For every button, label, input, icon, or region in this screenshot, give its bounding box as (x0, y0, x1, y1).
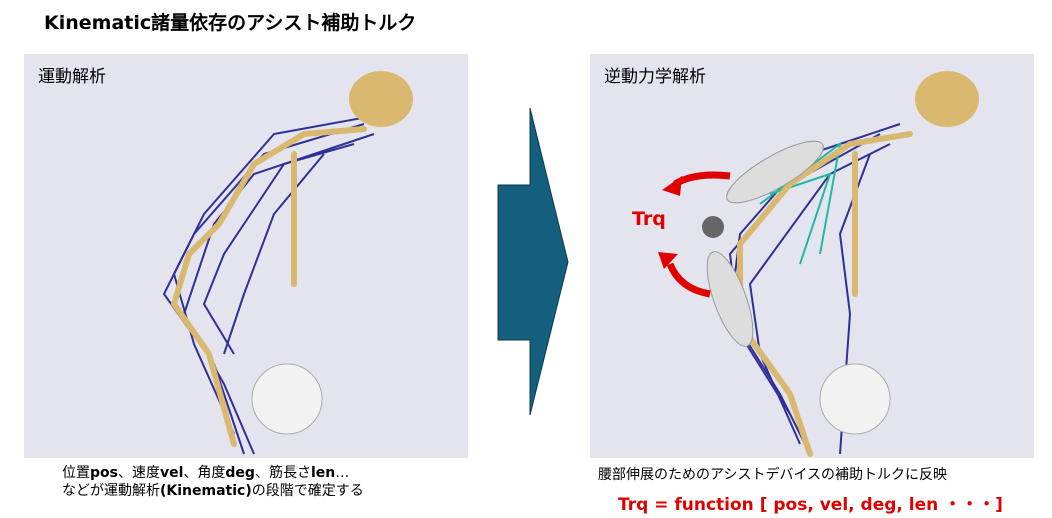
caption-text: 、筋長さ (254, 465, 311, 481)
caption-term: len (310, 465, 336, 481)
torque-label: Trq (632, 208, 666, 230)
skull-icon (915, 71, 979, 127)
skeleton-figure-kinematic (162, 71, 413, 455)
caption-term: deg (225, 465, 255, 481)
caption-text: などが運動解析 (62, 483, 160, 499)
caption-text: の段階で確定する (251, 483, 364, 499)
caption-text: 、速度 (117, 465, 160, 481)
right-caption: 腰部伸展のためのアシストデバイスの補助トルクに反映 (598, 467, 948, 483)
caption-term: pos (90, 465, 118, 481)
inverse-dynamics-panel: 逆動力学解析 (590, 54, 1034, 458)
skull-icon (349, 71, 413, 127)
caption-text: 位置 (62, 465, 90, 481)
caption-text: … (335, 465, 350, 481)
caption-term: vel (159, 465, 184, 481)
panel-label-kinematic: 運動解析 (38, 67, 106, 87)
torque-formula: Trq = function [ pos, vel, deg, len ・・・] (618, 495, 1003, 515)
left-caption: 位置pos、速度vel、角度deg、筋長さlen… などが運動解析(Kinema… (62, 464, 364, 500)
weight-ball (819, 363, 891, 435)
slide-title: Kinematic諸量依存のアシスト補助トルク (44, 12, 417, 34)
skeleton-figure-inverse (658, 71, 979, 457)
weight-ball (251, 363, 323, 435)
caption-text: 、角度 (183, 465, 226, 481)
caption-term: (Kinematic) (160, 483, 252, 499)
kinematic-panel: 運動解析 (24, 54, 468, 458)
panel-label-inverse: 逆動力学解析 (604, 67, 706, 87)
